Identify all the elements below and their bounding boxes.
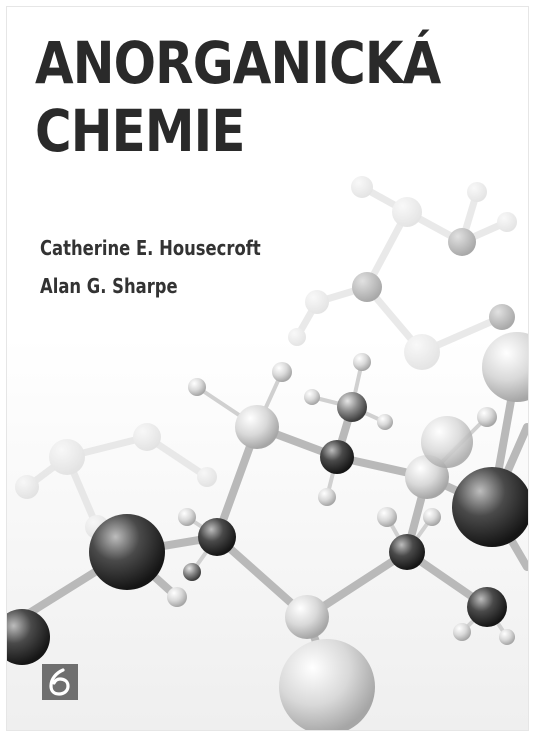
- publisher-logo-icon: [42, 664, 78, 700]
- book-title: ANORGANICKÁ CHEMIE: [35, 29, 441, 165]
- author-name: Catherine E. Housecroft: [40, 236, 261, 260]
- molecular-structure-illustration: [7, 176, 528, 730]
- author-name: Alan G. Sharpe: [40, 274, 178, 298]
- molecule-atoms: [7, 332, 528, 730]
- publisher-logo-glyph: [49, 668, 70, 696]
- title-line-1: ANORGANICKÁ: [35, 29, 441, 97]
- book-cover: ANORGANICKÁ CHEMIE Catherine E. Housecro…: [6, 6, 529, 731]
- author-list: Catherine E. Housecroft Alan G. Sharpe: [40, 229, 261, 305]
- title-line-2: CHEMIE: [35, 97, 245, 165]
- background-molecule: [15, 176, 517, 539]
